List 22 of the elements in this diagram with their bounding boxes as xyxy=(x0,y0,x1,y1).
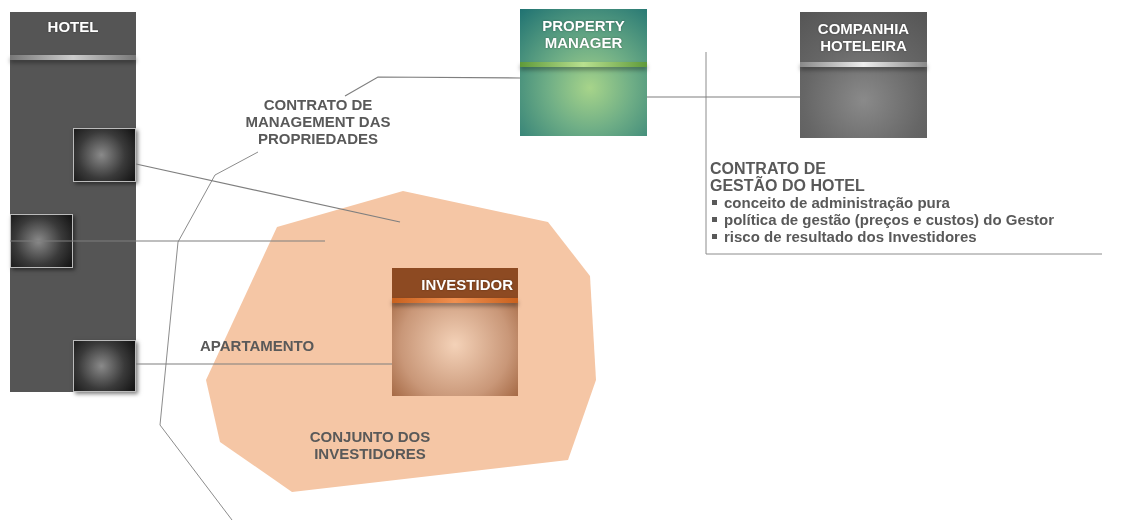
connector-line xyxy=(135,163,401,223)
property-manager-card xyxy=(520,9,647,136)
hotel-panel xyxy=(10,12,136,392)
connector-line xyxy=(9,240,326,242)
hotel-company-card xyxy=(800,12,927,138)
connector-line xyxy=(135,363,393,365)
contract-label: CONTRATO DE MANAGEMENT DAS PROPRIEDADES xyxy=(244,96,392,147)
contract-heading: CONTRATO DE GESTÃO DO HOTEL xyxy=(710,160,866,194)
card-title: INVESTIDOR xyxy=(420,276,514,293)
card-title: HOTEL xyxy=(46,18,100,35)
apartment-box xyxy=(73,128,136,182)
group-label: CONJUNTO DOS INVESTIDORES xyxy=(308,428,432,462)
connector-line xyxy=(344,76,521,97)
apartment-box xyxy=(10,214,73,268)
investor-card xyxy=(392,268,518,396)
card-title: PROPERTY MANAGER xyxy=(541,17,626,51)
connector-line xyxy=(646,96,801,98)
bullet-text: conceito de administração pura xyxy=(724,194,950,211)
apartment-box xyxy=(73,340,136,392)
bullet-text: risco de resultado dos Investidores xyxy=(724,228,977,245)
card-title: COMPANHIA HOTELEIRA xyxy=(816,20,911,54)
bullet-text: política de gestão (preços e custos) do Gestor xyxy=(724,211,1055,228)
